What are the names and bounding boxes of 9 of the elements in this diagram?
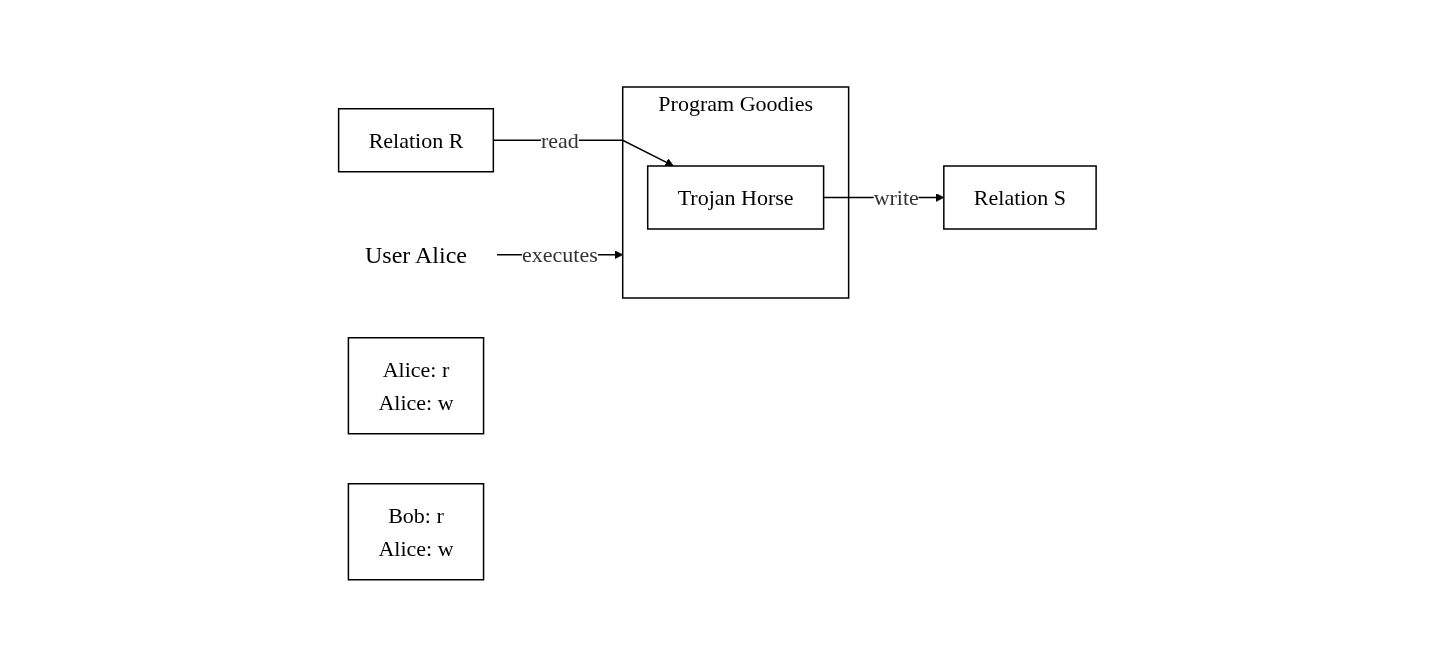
edge-label: read [540,127,579,153]
edge-label: executes [521,242,598,268]
edge-label: write [873,185,919,211]
node-text: User Alice [364,241,467,268]
node-box: Relation S [943,165,1097,230]
node-box: Bob: r Alice: w [347,483,485,581]
node-box: Trojan Horse [646,165,825,230]
node-box: Alice: r Alice: w [347,337,485,435]
node-box: Relation R [337,108,495,173]
